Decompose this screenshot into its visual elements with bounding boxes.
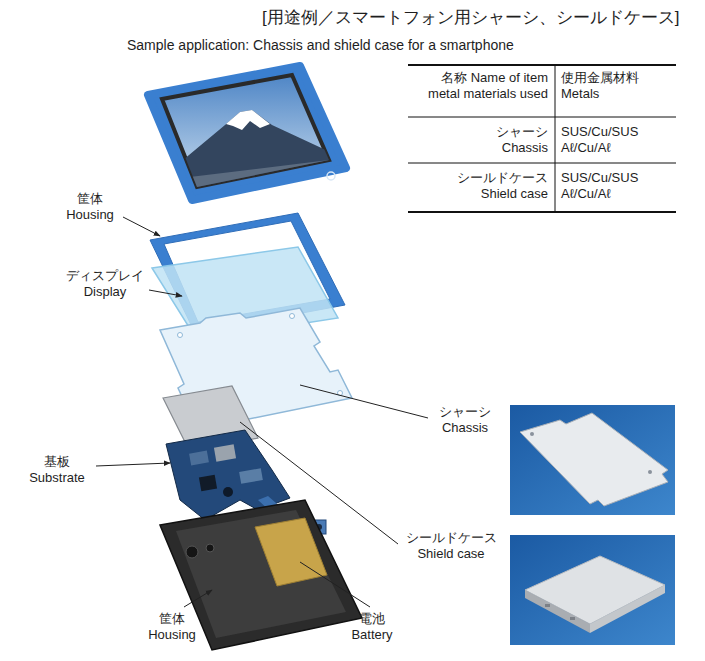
leader-lines (96, 217, 428, 607)
assembled-phone (148, 66, 346, 200)
subtitle: Sample application: Chassis and shield c… (127, 37, 514, 55)
label-wrap: シャーシ Chassis (468, 124, 548, 157)
part-label: 基板 Substrate (20, 454, 94, 487)
label-wrap: シャーシ Chassis (430, 404, 500, 437)
label-wrap: 筐体 Housing (140, 611, 204, 644)
title: [用途例／スマートフォン用シャーシ、シールドケース] (262, 8, 679, 28)
part-label: ディスプレイ Display (62, 268, 148, 301)
part-label: 筐体 Housing (58, 191, 122, 224)
label-wrap: シールドケース Shield case (443, 170, 548, 203)
label-wrap: SUS/Cu/SUS Aℓ/Cu/Aℓ (561, 124, 661, 157)
part-label: 筐体 Housing (140, 611, 204, 644)
label-wrap: 使用金属材料 Metals (561, 70, 661, 103)
label-wrap: 筐体 Housing (58, 191, 122, 224)
table-cell: SUS/Cu/SUS Aℓ/Cu/Aℓ (561, 124, 661, 157)
label-wrap: 名称 Name of item metal materials used (413, 70, 548, 103)
table-cell: シャーシ Chassis (468, 124, 548, 157)
table-header: 使用金属材料 Metals (561, 70, 661, 103)
table-cell: SUS/Cu/SUS Aℓ/Cu/Aℓ (561, 170, 661, 203)
chassis-photo (510, 405, 675, 515)
shield-case-photo (510, 535, 675, 645)
part-label: シャーシ Chassis (430, 404, 500, 437)
label-wrap: ディスプレイ Display (62, 268, 148, 301)
table-header: 名称 Name of item metal materials used (413, 70, 548, 103)
part-label: 電池 Battery (343, 611, 401, 644)
label-wrap: シールドケース Shield case (400, 530, 502, 563)
label-wrap: 基板 Substrate (20, 454, 94, 487)
label-wrap: 電池 Battery (343, 611, 401, 644)
table-rules (408, 65, 676, 212)
part-label: シールドケース Shield case (400, 530, 502, 563)
label-wrap: SUS/Cu/SUS Aℓ/Cu/Aℓ (561, 170, 661, 203)
title-wrap: [用途例／スマートフォン用シャーシ、シールドケース] (262, 8, 679, 28)
table-cell: シールドケース Shield case (443, 170, 548, 203)
label-wrap: Sample application: Chassis and shield c… (127, 37, 514, 55)
